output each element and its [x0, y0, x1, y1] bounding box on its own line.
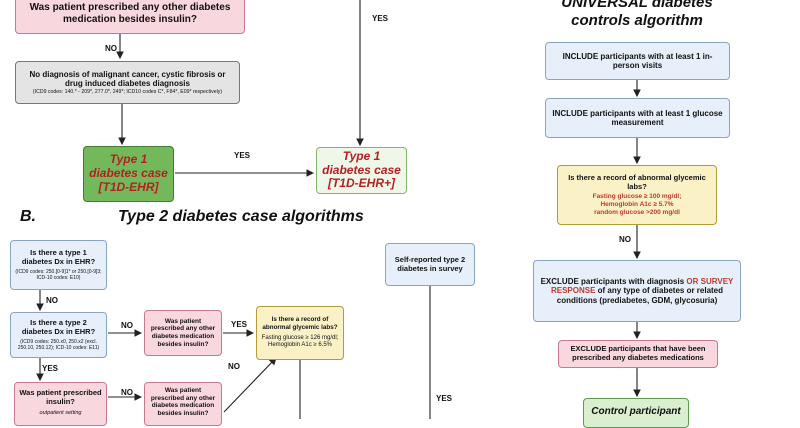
a-case-t1d-ehr-tag: [T1D-EHR] — [98, 179, 159, 194]
b-box-other-medication-2-text: Was patient prescribed any other diabete… — [150, 387, 216, 417]
a-box-exclusion-title: No diagnosis of malignant cancer, cystic… — [29, 69, 226, 89]
c-box-abnormal-labs: Is there a record of abnormal glycemic l… — [557, 165, 717, 225]
a-label-no-1: NO — [105, 44, 117, 53]
a-case-t1d-ehrplus-title: Type 1 diabetes case — [322, 148, 401, 177]
a-label-yes-mid: YES — [234, 151, 251, 160]
b-box-abnormal-labs-values: Fasting glucose ≥ 126 mg/dl; Hemoglobin … — [261, 335, 339, 349]
b-label-yes-self: YES — [436, 394, 453, 403]
c-exclude-diagnosis-part1: EXCLUDE participants with diagnosis — [540, 276, 685, 286]
c-labs-random: random glucose >200 mg/dl — [594, 208, 680, 216]
c-box-include-glucose-text: INCLUDE participants with at least 1 glu… — [552, 108, 723, 127]
b-box-t1-dx-question: Is there a type 1 diabetes Dx in EHR? — [21, 247, 96, 266]
a-box-other-medication: Was patient prescribed any other diabete… — [15, 0, 245, 34]
b-box-insulin-question: Was patient prescribed insulin? — [19, 388, 102, 406]
b-box-abnormal-labs-question: Is there a record of abnormal glycemic l… — [262, 316, 338, 331]
b-box-insulin: Was patient prescribed insulin? outpatie… — [14, 382, 107, 426]
c-labs-fasting: Fasting glucose ≥ 100 mg/dl; — [592, 193, 682, 201]
a-case-t1d-ehr-title: Type 1 diabetes case — [89, 152, 168, 181]
b-box-other-medication-2: Was patient prescribed any other diabete… — [144, 382, 222, 426]
c-box-abnormal-labs-question: Is there a record of abnormal glycemic l… — [568, 172, 706, 191]
c-box-control-participant-text: Control participant — [591, 406, 681, 417]
b-label-no-labs: NO — [228, 362, 240, 371]
connector-arrows — [36, 0, 641, 419]
b-box-other-medication-1: Was patient prescribed any other diabete… — [144, 310, 222, 356]
c-box-include-visits: INCLUDE participants with at least 1 in-… — [545, 42, 730, 80]
a-case-t1d-ehrplus: Type 1 diabetes case [T1D-EHR+] — [316, 147, 407, 194]
b-label-no-t1: NO — [46, 296, 58, 305]
b-box-self-reported-text: Self-reported type 2 diabetes in survey — [394, 254, 466, 273]
a-box-exclusion-codes: (ICD9 codes: 140.* - 209*, 277.0*, 249*;… — [32, 88, 223, 95]
c-box-exclude-medications: EXCLUDE participants that have been pres… — [558, 340, 718, 368]
a-box-exclusion-diagnosis: No diagnosis of malignant cancer, cystic… — [15, 61, 240, 104]
b-box-t1-dx-codes: (ICD9 codes: 250.[0-9]1* or 250.[0-9]3; … — [15, 269, 102, 282]
b-box-t2-dx: Is there a type 2 diabetes Dx in EHR? (I… — [10, 312, 107, 358]
a-case-t1d-ehrplus-tag: [T1D-EHR+] — [327, 176, 395, 191]
c-box-control-participant: Control participant — [583, 398, 689, 428]
c-exclude-diagnosis-part2: of any type of diabetes or related condi… — [556, 286, 724, 305]
arrow-b7 — [223, 357, 277, 413]
b-box-other-medication-1-text: Was patient prescribed any other diabete… — [150, 317, 216, 348]
b-section-title: Type 2 diabetes case algorithms — [118, 208, 364, 225]
a-label-yes-right: YES — [372, 14, 389, 23]
b-label-yes-med1: YES — [231, 320, 248, 329]
b-box-t1-dx: Is there a type 1 diabetes Dx in EHR? (I… — [10, 240, 107, 290]
b-label-no-t2: NO — [121, 321, 133, 330]
b-section-letter: B. — [20, 208, 36, 225]
c-box-exclude-diagnosis: EXCLUDE participants with diagnosis OR S… — [533, 260, 741, 322]
b-label-no-insulin: NO — [121, 388, 133, 397]
b-box-t2-dx-question: Is there a type 2 diabetes Dx in EHR? — [21, 317, 96, 336]
c-box-include-visits-text: INCLUDE participants with at least 1 in-… — [562, 51, 713, 70]
c-box-include-glucose: INCLUDE participants with at least 1 glu… — [545, 98, 730, 138]
c-section-heading: UNIVERSAL diabetes controls algorithm — [561, 0, 713, 29]
a-case-t1d-ehr: Type 1 diabetes case [T1D-EHR] — [83, 146, 174, 202]
c-box-exclude-medications-text: EXCLUDE participants that have been pres… — [570, 344, 706, 362]
b-box-insulin-note: outpatient setting — [39, 409, 82, 416]
c-labs-a1c: Hemoglobin A1c ≥ 5.7% — [600, 201, 674, 209]
a-box-other-medication-text: Was patient prescribed any other diabete… — [29, 2, 231, 25]
c-exclude-diagnosis-text: EXCLUDE participants with diagnosis OR S… — [538, 277, 736, 305]
c-exclude-survey-response: OR SURVEY RESPONSE — [550, 276, 734, 296]
b-box-self-reported: Self-reported type 2 diabetes in survey — [385, 243, 475, 286]
b-box-t2-dx-codes: (ICD9 codes: 250.x0, 250.x2 (excl. 250.1… — [17, 339, 100, 352]
b-label-yes-t2: YES — [42, 364, 59, 373]
c-label-no: NO — [619, 235, 631, 244]
b-box-abnormal-labs: Is there a record of abnormal glycemic l… — [256, 306, 344, 360]
